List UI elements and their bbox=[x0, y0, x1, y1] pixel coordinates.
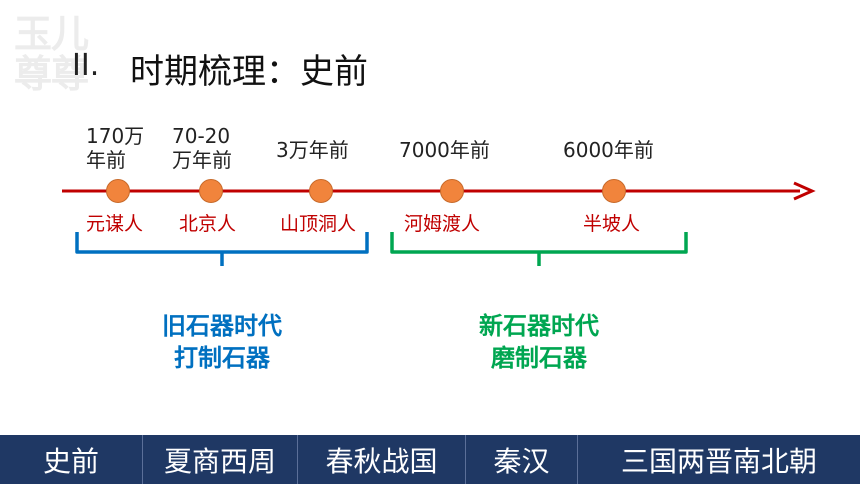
neolithic-era-name: 新石器时代 bbox=[479, 312, 599, 340]
neolithic-era-tool: 磨制石器 bbox=[491, 344, 587, 372]
neolithic-era: 新石器时代 磨制石器 bbox=[449, 310, 629, 374]
date-label-banpo: 6000年前 bbox=[563, 138, 654, 162]
site-label-shandingdong: 山顶洞人 bbox=[280, 213, 357, 235]
site-label-yuanmou: 元谋人 bbox=[86, 213, 144, 235]
timeline-dot-yuanmou bbox=[106, 179, 130, 203]
tab-prehistory[interactable]: 史前 bbox=[0, 435, 143, 484]
tab-chunqiu-zhanguo[interactable]: 春秋战国 bbox=[298, 435, 466, 484]
timeline-dot-hemudu bbox=[440, 179, 464, 203]
tab-sanguo-liangjin-nanbeichao[interactable]: 三国两晋南北朝 bbox=[620, 444, 817, 478]
timeline-dot-beijing bbox=[199, 179, 223, 203]
page-title: 时期梳理：史前 bbox=[130, 52, 368, 92]
tab-qin-han[interactable]: 秦汉 bbox=[466, 435, 578, 484]
date-label-yuanmou: 170万 年前 bbox=[86, 124, 145, 172]
site-label-beijing: 北京人 bbox=[179, 213, 237, 235]
paleolithic-era: 旧石器时代 打制石器 bbox=[132, 310, 312, 374]
timeline-dot-shandingdong bbox=[309, 179, 333, 203]
date-label-beijing: 70-20 万年前 bbox=[172, 124, 232, 172]
site-label-banpo: 半坡人 bbox=[583, 213, 641, 235]
site-label-hemudu: 河姆渡人 bbox=[404, 213, 481, 235]
watermark-text: 玉儿 尊尊 bbox=[14, 12, 89, 96]
paleolithic-era-name: 旧石器时代 bbox=[162, 312, 282, 340]
neolithic-bracket bbox=[390, 232, 688, 266]
timeline-diagram bbox=[62, 181, 816, 266]
period-tab-bar: 史前 夏商西周 春秋战国 秦汉 三国两晋南北朝 bbox=[0, 435, 860, 484]
timeline-dot-banpo bbox=[602, 179, 626, 203]
timeline-arrowhead bbox=[793, 181, 816, 201]
date-label-shandingdong: 3万年前 bbox=[276, 138, 349, 162]
tab-xia-shang-xizhou[interactable]: 夏商西周 bbox=[143, 435, 298, 484]
section-number: II. bbox=[72, 48, 100, 83]
paleolithic-era-tool: 打制石器 bbox=[174, 344, 270, 372]
paleolithic-bracket bbox=[75, 232, 369, 266]
date-label-hemudu: 7000年前 bbox=[399, 138, 490, 162]
